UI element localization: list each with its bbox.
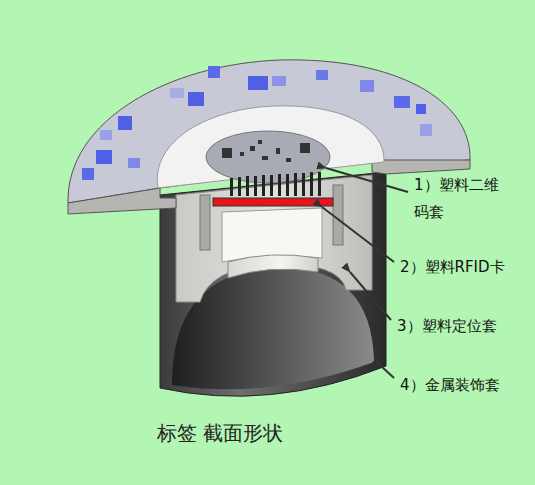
part-label: 1）塑料二维码套 (414, 172, 510, 226)
figure-caption: 标签 截面形状 (157, 420, 283, 447)
part-label: 3）塑料定位套 (397, 313, 527, 340)
part-label: 2）塑料RFID卡 (400, 254, 530, 281)
part-label: 4）金属装饰套 (400, 372, 530, 399)
